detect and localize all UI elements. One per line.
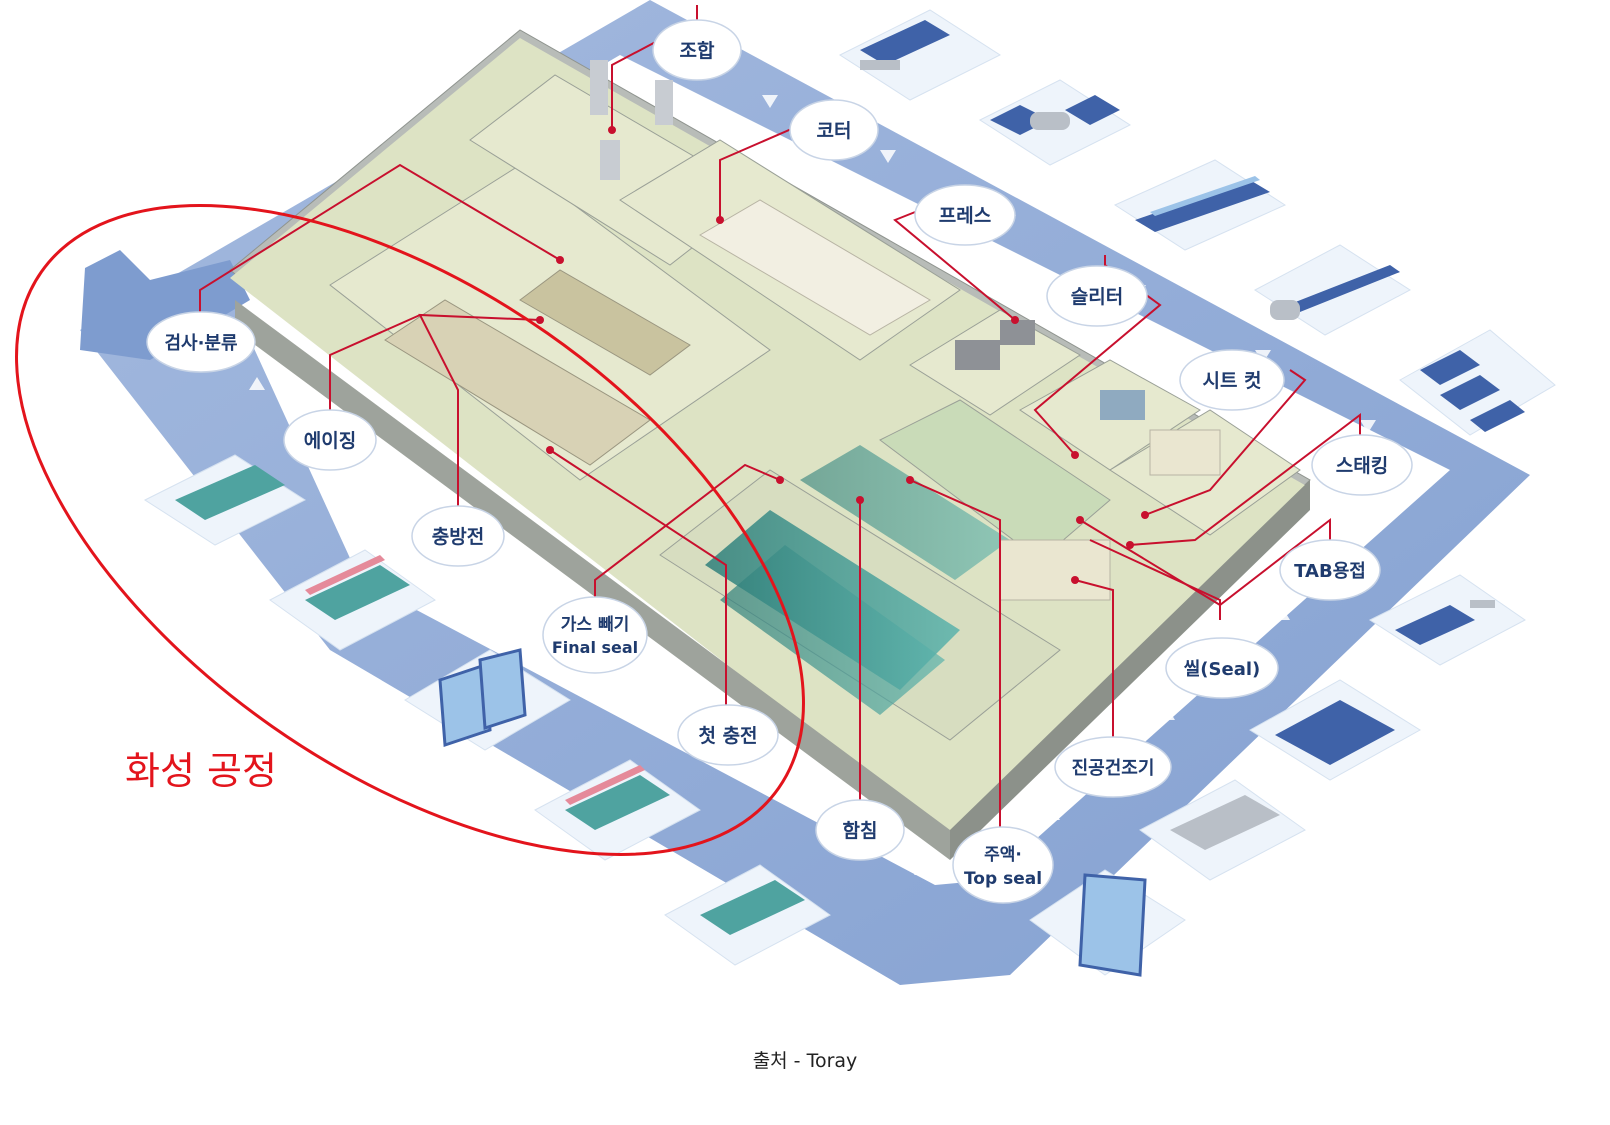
- label-injection-line1: 주액·: [984, 845, 1022, 865]
- formation-process-label: 화성 공정: [125, 740, 277, 795]
- label-johap: 조합: [680, 40, 715, 62]
- label-charge-discharge: 충방전: [432, 526, 484, 548]
- label-sheet-cut: 시트 컷: [1202, 370, 1261, 392]
- label-slitter: 슬리터: [1071, 286, 1123, 308]
- mixer-roller-icon: [840, 10, 1000, 100]
- label-impregnation: 함침: [843, 820, 878, 842]
- label-aging: 에이징: [304, 430, 356, 452]
- label-coater: 코터: [817, 120, 852, 142]
- label-press: 프레스: [939, 205, 991, 227]
- label-tab-welding: TAB용접: [1294, 561, 1366, 582]
- source-caption: 출처 - Toray: [0, 1046, 1610, 1073]
- press-roll-icon: [1115, 160, 1285, 250]
- label-degas-line2: Final seal: [552, 638, 638, 657]
- label-stacking: 스태킹: [1336, 455, 1388, 477]
- label-inspection: 검사·분류: [164, 333, 237, 354]
- label-injection-line2: Top seal: [964, 869, 1042, 889]
- label-first-charge: 첫 충전: [698, 725, 757, 747]
- slitter-strips-icon: [1255, 245, 1410, 335]
- label-seal: 씰(Seal): [1184, 659, 1261, 680]
- label-degas-line1: 가스 빼기: [561, 615, 629, 635]
- label-vacuum-dryer: 진공건조기: [1072, 758, 1155, 779]
- coater-roll-icon: [980, 80, 1130, 165]
